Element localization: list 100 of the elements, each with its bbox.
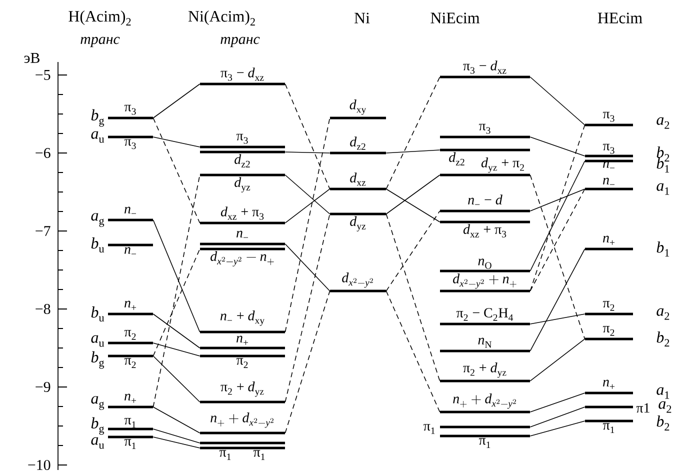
symmetry-label: a$_{1}$ xyxy=(656,387,670,399)
node-label: n$_{+}$ xyxy=(124,300,136,310)
node-label: π$_{3}$ xyxy=(124,139,136,150)
energy-level: π$_{2}$ xyxy=(108,330,153,344)
node-label: π$_{1}$ xyxy=(253,450,265,460)
energy-level: n$_{+}$ xyxy=(108,394,153,408)
energy-level: n$_{+}$ xyxy=(108,300,153,316)
symmetry-label: a$_{2}$ xyxy=(656,308,670,320)
symmetry-label: b$_{g}$ xyxy=(91,109,104,127)
symmetry-label: b$_{u}$ xyxy=(91,237,104,253)
correlation-line xyxy=(152,356,200,402)
isomer-label: транс xyxy=(80,36,120,48)
node-label: d$_{xz}$ + π$_{3}$ xyxy=(463,224,506,238)
energy-level: π$_{3}$ − d$_{xz}$ xyxy=(200,68,285,86)
node-label: n$_{+}$ xyxy=(603,380,615,389)
correlation-line xyxy=(386,150,440,154)
node-label: π$_{1}$ xyxy=(602,423,614,434)
node-label: π$_{3}$ − d$_{xz}$ xyxy=(220,68,264,81)
column-title: H(Acim)$_{2}$ xyxy=(68,10,131,26)
node-label: d$_{xz}$ + π$_{3}$ xyxy=(220,206,264,220)
energy-level: d$_{xz}$ + π$_{3}$ xyxy=(200,206,285,224)
correlation-line xyxy=(530,406,586,428)
energy-level: $\mathit{d}_{\mathit{x}^{2}-\mathit{y}^{2}}$ xyxy=(330,272,386,292)
column-title: Ni xyxy=(354,12,370,24)
node-label: n$_{−}$ xyxy=(236,230,248,238)
correlation-line xyxy=(152,314,200,348)
node-label: π1 xyxy=(636,403,650,413)
symmetry-label: b$_{g}$ xyxy=(91,417,104,435)
symmetry-label: a$_{u}$ xyxy=(91,335,104,347)
node-label: n$_{N}$ xyxy=(478,338,492,348)
energy-level: π$_{1}$ xyxy=(424,424,530,434)
energy-level: d$_{yz}$ xyxy=(200,174,285,192)
correlation-line xyxy=(284,174,330,214)
energy-level: n$_{+}$ xyxy=(200,336,285,350)
correlation-line xyxy=(284,188,330,224)
energy-level: $\mathit{n}_{+} + \mathit{d}_{\mathit{x}^{2}-\mathit{y}^{2}}$ xyxy=(440,394,530,414)
node-label: n$_{+}$ xyxy=(124,394,136,403)
correlation-line xyxy=(530,420,586,436)
energy-level: n$_{−}$ − d xyxy=(440,194,530,212)
column-title: HEcim xyxy=(598,12,642,24)
column-title: NiEcim xyxy=(430,12,480,24)
dashed-line xyxy=(152,174,200,408)
correlation-line xyxy=(152,436,200,448)
correlation-line xyxy=(284,244,330,292)
node-label: π$_{3}$ xyxy=(602,144,614,154)
tick-label: −6 xyxy=(36,148,50,158)
energy-level: π$_{1}$ xyxy=(440,434,530,448)
node-label: n$_{O}$ xyxy=(478,258,492,269)
energy-level: π$_{2}$ xyxy=(585,326,633,340)
correlation-line xyxy=(530,136,586,156)
symmetry-label: a$_{g}$ xyxy=(91,213,104,227)
node-label: n$_{+}$ xyxy=(603,236,615,245)
node-label: π$_{3}$ xyxy=(124,104,136,115)
energy-level: n$_{−}$ xyxy=(108,206,153,222)
node-label: n$_{−}$ − d xyxy=(468,194,502,205)
dashed-line xyxy=(386,76,440,190)
energy-level: d$_{z2}$ xyxy=(200,150,285,168)
node-label: d$_{yz}$ xyxy=(234,177,250,192)
energy-level: d$_{xz}$ xyxy=(330,172,386,190)
correlation-line xyxy=(152,84,200,118)
symmetry-label: b$_{g}$ xyxy=(91,351,104,369)
node-label: π$_{1}$ xyxy=(478,438,490,448)
isomer-label: транс xyxy=(220,36,260,48)
symmetry-label: b$_{1}$ xyxy=(656,242,670,256)
symmetry-label: b$_{2}$ xyxy=(656,332,670,346)
energy-level: π$_{3}$ xyxy=(585,112,633,126)
node-label: π$_{2}$ xyxy=(602,326,614,336)
correlation-line xyxy=(530,314,586,324)
symmetry-label: a$_{1}$ xyxy=(656,183,670,195)
dashed-line xyxy=(386,210,440,292)
correlation-line xyxy=(386,174,440,214)
node-label: d$_{yz}$ + π$_{2}$ xyxy=(481,158,524,173)
energy-level: π$_{1}$ xyxy=(108,436,153,450)
symmetry-label: a$_{u}$ xyxy=(91,437,104,449)
tick-label: −5 xyxy=(36,70,50,80)
node-label: $\mathit{d}_{\mathit{x}^{2}-\mathit{y}^{2}} + \mathit{n}_{+}$ xyxy=(453,274,516,289)
correlation-line xyxy=(530,248,586,352)
correlation-line xyxy=(530,338,586,382)
node-label: π$_{2}$ xyxy=(124,330,136,340)
node-label: π$_{3}$ xyxy=(478,124,490,134)
node-label: d$_{xy}$ xyxy=(350,100,366,115)
correlation-line xyxy=(530,160,586,272)
energy-level: n$_{+}$ xyxy=(585,236,633,250)
correlation-line xyxy=(152,220,200,332)
node-label: $\mathit{n}_{+} + \mathit{d}_{\mathit{x}^{2}-\mathit{y}^{2}}$ xyxy=(453,394,516,409)
energy-level: d$_{xz}$ + π$_{3}$ xyxy=(440,220,530,238)
correlation-line xyxy=(530,76,586,126)
node-label: n$_{−}$ xyxy=(124,247,136,254)
dashed-line xyxy=(284,290,330,434)
dashed-line xyxy=(284,118,330,332)
node-label: n$_{−}$ + d$_{xy}$ xyxy=(220,310,265,326)
node-label: d$_{z2}$ xyxy=(350,136,366,150)
energy-level: π$_{2}$ + d$_{yz}$ xyxy=(200,382,285,404)
dashed-line xyxy=(530,174,586,340)
symmetry-label: b$_{2}$ xyxy=(656,416,670,430)
energy-level: π$_{2}$ xyxy=(200,354,285,368)
energy-level: π$_{2}$ + d$_{yz}$ xyxy=(440,362,530,382)
correlation-line xyxy=(152,428,200,444)
node-label: d$_{z2}$ xyxy=(234,154,250,168)
dashed-line xyxy=(530,124,586,292)
